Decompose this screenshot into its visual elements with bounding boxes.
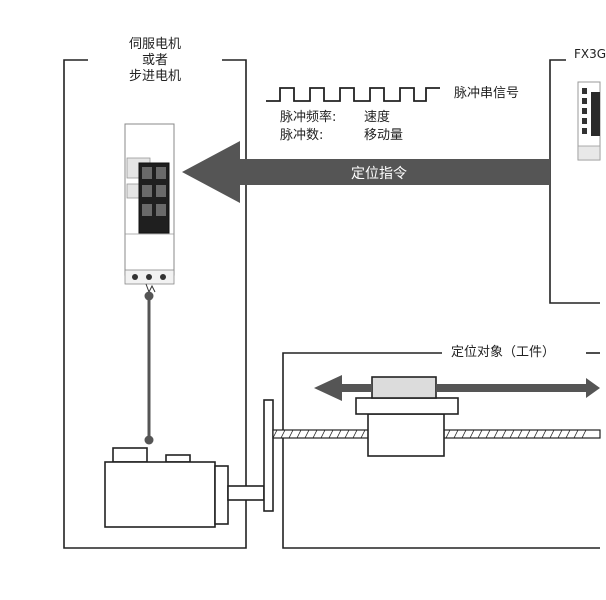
- command-arrow-label: 定位指令: [351, 166, 407, 182]
- pulse-train-label: 脉冲串信号: [454, 86, 520, 101]
- cable-node-top: [144, 291, 154, 301]
- pulse-freq-value: 速度: [364, 110, 391, 125]
- pulse-freq-label: 脉冲频率:: [280, 110, 337, 125]
- plc-label: FX3G: [574, 47, 606, 61]
- servo-title-line3: 步进电机: [128, 69, 181, 84]
- pulse-count-label: 脉冲数:: [280, 128, 324, 143]
- motor: [104, 399, 274, 528]
- command-arrow: [182, 141, 550, 203]
- servo-title-line1: 伺服电机: [128, 37, 181, 52]
- servo-title: 伺服电机 或者 步进电机: [100, 37, 210, 85]
- movement-arrow: [314, 375, 600, 401]
- servo-enclosure: [63, 59, 247, 549]
- pulse-waveform: [266, 87, 440, 102]
- cable-node-bottom: [144, 435, 154, 445]
- plc-device: [577, 81, 601, 161]
- servo-amplifier: [124, 123, 175, 294]
- target-label: 定位对象（工件）: [448, 345, 559, 361]
- pulse-count-value: 移动量: [364, 128, 404, 143]
- servo-title-line2: 或者: [141, 53, 168, 68]
- target-enclosure: [282, 352, 600, 549]
